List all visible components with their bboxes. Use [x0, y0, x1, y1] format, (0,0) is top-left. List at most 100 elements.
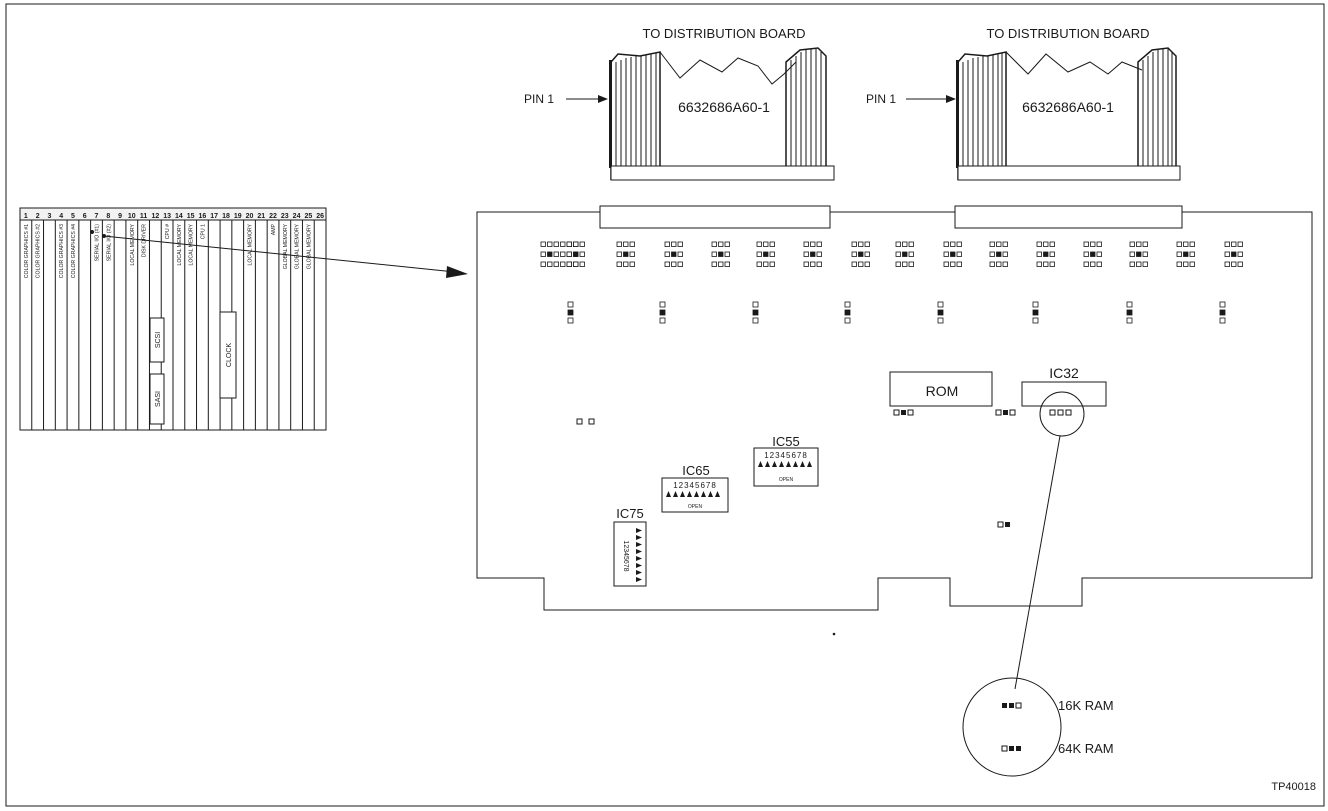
jumper-pad	[1237, 251, 1243, 257]
jumper-block	[566, 241, 585, 267]
slot-card-label: GLOBAL MEMORY	[306, 223, 312, 269]
jumper-pad	[851, 251, 857, 257]
clock-module-box	[219, 311, 237, 399]
dip-actuator	[636, 549, 642, 554]
dip-actuator	[715, 491, 720, 497]
jumper-pad	[718, 241, 724, 247]
slot-card-label: COLOR GRAPHICS #4	[71, 224, 77, 278]
slot-number: 6	[83, 213, 87, 220]
jumper-pad	[1096, 241, 1102, 247]
connector-1-part-number: 6632686A60-1	[678, 99, 770, 115]
jumper-pad	[895, 241, 901, 247]
ic55-switch-actuators	[758, 461, 812, 467]
jumper-pad	[616, 241, 622, 247]
jumper-pad	[566, 241, 572, 247]
jumper-pad	[1136, 241, 1142, 247]
jumper-pad	[566, 261, 572, 267]
slot-number: 13	[163, 213, 171, 220]
single-jumper	[659, 301, 666, 324]
jumper-pad	[1231, 241, 1237, 247]
slot-card-label: SERIAL I/O (#1)	[95, 224, 101, 262]
dip-actuator	[673, 491, 678, 497]
jumper-pad	[1096, 251, 1102, 257]
jumper-block	[851, 241, 870, 267]
ribbon-cable-left-2	[956, 51, 1007, 180]
ic65-switch-actuators	[666, 491, 720, 497]
board-connector-slot-2	[954, 205, 1183, 229]
jumper-pad	[1129, 251, 1135, 257]
jumper-block	[895, 241, 914, 267]
dip-actuator	[636, 535, 642, 540]
ic32-magnify-circle	[1039, 391, 1085, 437]
jumper-pad	[659, 309, 666, 316]
slot-number: 1	[24, 213, 28, 220]
jumper-pad	[752, 309, 759, 316]
jumper-pad	[844, 301, 851, 308]
ram16-jumper-pads	[1002, 702, 1022, 709]
jumper-pad	[752, 317, 759, 324]
dip-actuator	[636, 556, 642, 561]
jumper-pad	[1183, 261, 1189, 267]
jumper-pad	[659, 301, 666, 308]
jumper-pad	[844, 309, 851, 316]
jumper-pad	[937, 309, 944, 316]
jumper-pad	[1049, 261, 1055, 267]
jumper-pad	[864, 241, 870, 247]
jumper-pad	[1142, 241, 1148, 247]
ic55-dip-switch: IC55 12345678 OPEN	[753, 434, 819, 487]
jumper-pad	[540, 251, 546, 257]
location-pointer-line	[103, 235, 456, 273]
ic75-label: IC75	[616, 506, 643, 521]
slot-number: 10	[128, 213, 136, 220]
jumper-block	[1176, 241, 1195, 267]
ic65-label: IC65	[682, 463, 709, 478]
scsi-module-box	[149, 317, 165, 363]
jumper-pad	[1136, 251, 1142, 257]
ribbon-tear-line-1	[659, 51, 797, 85]
jumper-pad	[1129, 241, 1135, 247]
slot-card-label: AMP	[271, 223, 277, 235]
slot-card-label: COLOR GRAPHICS #2	[36, 224, 42, 278]
rom-right-pads	[995, 409, 1016, 416]
jumper-pad	[989, 261, 995, 267]
jumper-pad	[816, 241, 822, 247]
jumper-pad	[1002, 241, 1008, 247]
dip-actuator	[758, 461, 763, 467]
connector-2-pin-label: PIN 1	[866, 92, 896, 106]
ic55-switch-numbers: 12345678	[764, 451, 808, 460]
slot-number: 14	[175, 213, 183, 220]
ram-detail-circle	[962, 677, 1062, 777]
jumper-pad	[956, 251, 962, 257]
slot-card-label: CPU 1	[200, 224, 206, 239]
slot-number: 5	[71, 213, 75, 220]
jumper-pad	[1032, 309, 1039, 316]
jumper-pad	[629, 261, 635, 267]
jumper-pad	[950, 261, 956, 267]
jumper-pad	[943, 261, 949, 267]
jumper-pad	[1043, 241, 1049, 247]
slot-number: 3	[47, 213, 51, 220]
jumper-pad	[547, 251, 553, 257]
pin-1-arrowhead-2	[946, 95, 956, 103]
ic55-open-label: OPEN	[779, 477, 794, 483]
jumper-pad	[616, 261, 622, 267]
jumper-pad	[616, 251, 622, 257]
board-connector-slot-1	[599, 205, 831, 229]
rom-left-pads	[893, 409, 914, 416]
jumper-pad	[1189, 261, 1195, 267]
jumper-pad	[1126, 309, 1133, 316]
jumper-pad	[851, 261, 857, 267]
jumper-pad	[756, 241, 762, 247]
jumper-pad	[579, 241, 585, 247]
jumper-pad	[1126, 317, 1133, 324]
slot-card-label: COLOR GRAPHICS #3	[59, 224, 65, 278]
connector-1-title: TO DISTRIBUTION BOARD	[643, 26, 806, 41]
jumper-pad	[810, 251, 816, 257]
jumper-pad	[573, 241, 579, 247]
jumper-pad	[864, 251, 870, 257]
jumper-pad	[711, 261, 717, 267]
jumper-pad	[677, 251, 683, 257]
jumper-pad	[1219, 317, 1226, 324]
jumper-pad	[816, 251, 822, 257]
